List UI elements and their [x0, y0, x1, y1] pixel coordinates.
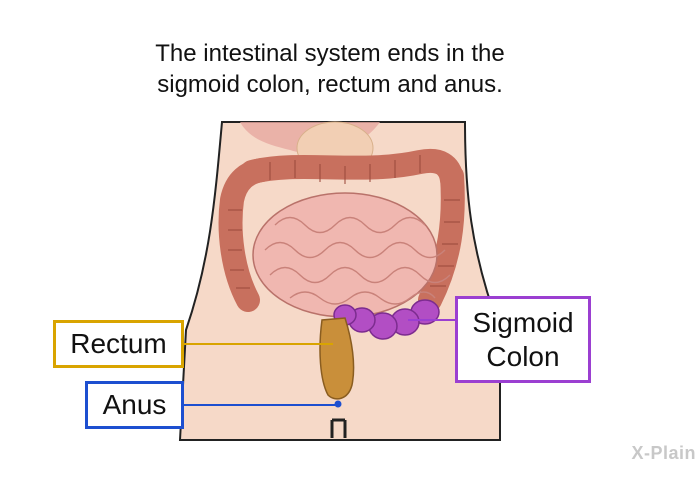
rectum	[319, 317, 355, 400]
caption: The intestinal system ends in the sigmoi…	[0, 38, 660, 100]
caption-line-2: sigmoid colon, rectum and anus.	[157, 71, 503, 98]
rectum-label: Rectum	[53, 320, 184, 368]
sigmoid-label-line-1: Sigmoid	[472, 306, 574, 338]
sigmoid-colon	[333, 299, 440, 340]
colon-haustra	[228, 155, 460, 289]
anus-label: Anus	[85, 381, 184, 429]
anus	[334, 400, 342, 408]
sigmoid-colon-label: Sigmoid Colon	[455, 296, 591, 383]
small-intestine-loops	[264, 216, 451, 305]
brand-watermark: X-Plain	[631, 443, 696, 464]
pelvic-line	[330, 418, 347, 438]
brand-text: X-Plain	[631, 443, 696, 463]
caption-line-1: The intestinal system ends in the	[155, 40, 505, 67]
sigmoid-label-line-2: Colon	[486, 340, 560, 372]
anus-label-text: Anus	[102, 389, 167, 420]
rectum-label-text: Rectum	[70, 328, 167, 359]
